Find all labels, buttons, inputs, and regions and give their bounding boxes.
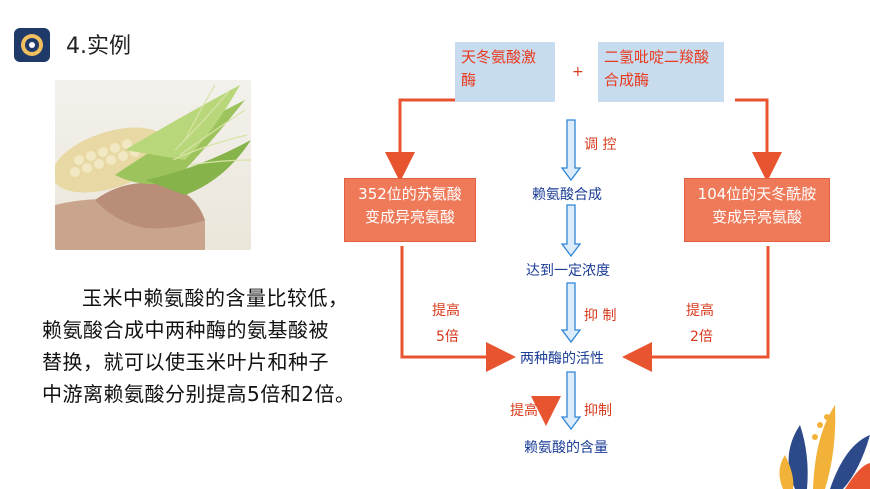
page-title: 4.实例 <box>66 34 131 59</box>
corn-photo <box>55 80 251 250</box>
logo-icon <box>14 28 50 62</box>
left-mutation-box: 352位的苏氨酸 变成异亮氨酸 <box>344 178 476 242</box>
arrow-right-bottom <box>622 246 770 372</box>
right-mutation-box: 104位的天冬酰胺 变成异亮氨酸 <box>684 178 830 242</box>
right-increase-line: 提高 <box>686 303 714 319</box>
right-increase-label: 提高 2倍 <box>686 298 714 350</box>
right-increase-line: 2倍 <box>690 329 713 345</box>
text-line: 替换，就可以使玉米叶片和种子 <box>42 350 329 374</box>
arrow-to-concentration <box>560 204 582 258</box>
regulate-label: 调 控 <box>584 137 617 153</box>
increase-label-mid: 提高 <box>510 403 538 419</box>
enzyme2-box: 二氢吡啶二羧酸 合成酶 <box>598 42 724 102</box>
enzyme2-line: 合成酶 <box>604 71 650 89</box>
arrow-inhibit-2 <box>560 371 582 431</box>
arrow-inhibit-1 <box>560 282 582 344</box>
left-increase-label: 提高 5倍 <box>432 298 460 350</box>
enzyme-activity-label: 两种酶的活性 <box>520 351 604 367</box>
reach-concentration-label: 达到一定浓度 <box>526 263 610 279</box>
lysine-synthesis-label: 赖氨酸合成 <box>532 187 602 203</box>
inhibit-label-1: 抑 制 <box>584 308 617 324</box>
description-paragraph: 玉米中赖氨酸的含量比较低， 赖氨酸合成中两种酶的氨基酸被 替换，就可以使玉米叶片… <box>42 282 362 410</box>
right-mutation-line: 104位的天冬酰胺 <box>697 185 817 203</box>
arrow-regulate <box>560 119 582 182</box>
inhibit-label-2: 抑制 <box>584 403 612 419</box>
right-mutation-line: 变成异亮氨酸 <box>711 208 802 226</box>
arrow-left-top <box>385 98 455 182</box>
text-line: 玉米中赖氨酸的含量比较低， <box>82 286 349 310</box>
text-line: 中游离赖氨酸分别提高5倍和2倍。 <box>42 382 356 406</box>
left-mutation-line: 变成异亮氨酸 <box>364 208 455 226</box>
leaf-decoration-icon <box>779 405 870 489</box>
left-increase-line: 提高 <box>432 303 460 319</box>
plus-sign: + <box>572 64 584 80</box>
enzyme2-line: 二氢吡啶二羧酸 <box>604 48 710 66</box>
arrow-left-bottom <box>400 246 516 372</box>
enzyme1-box: 天冬氨酸激 酶 <box>455 42 555 102</box>
enzyme1-line: 酶 <box>461 71 477 89</box>
lysine-content-label: 赖氨酸的含量 <box>524 440 608 456</box>
arrow-right-top <box>735 98 782 182</box>
left-mutation-line: 352位的苏氨酸 <box>358 185 462 203</box>
text-line: 赖氨酸合成中两种酶的氨基酸被 <box>42 318 329 342</box>
left-increase-line: 5倍 <box>436 329 459 345</box>
enzyme1-line: 天冬氨酸激 <box>461 48 537 66</box>
